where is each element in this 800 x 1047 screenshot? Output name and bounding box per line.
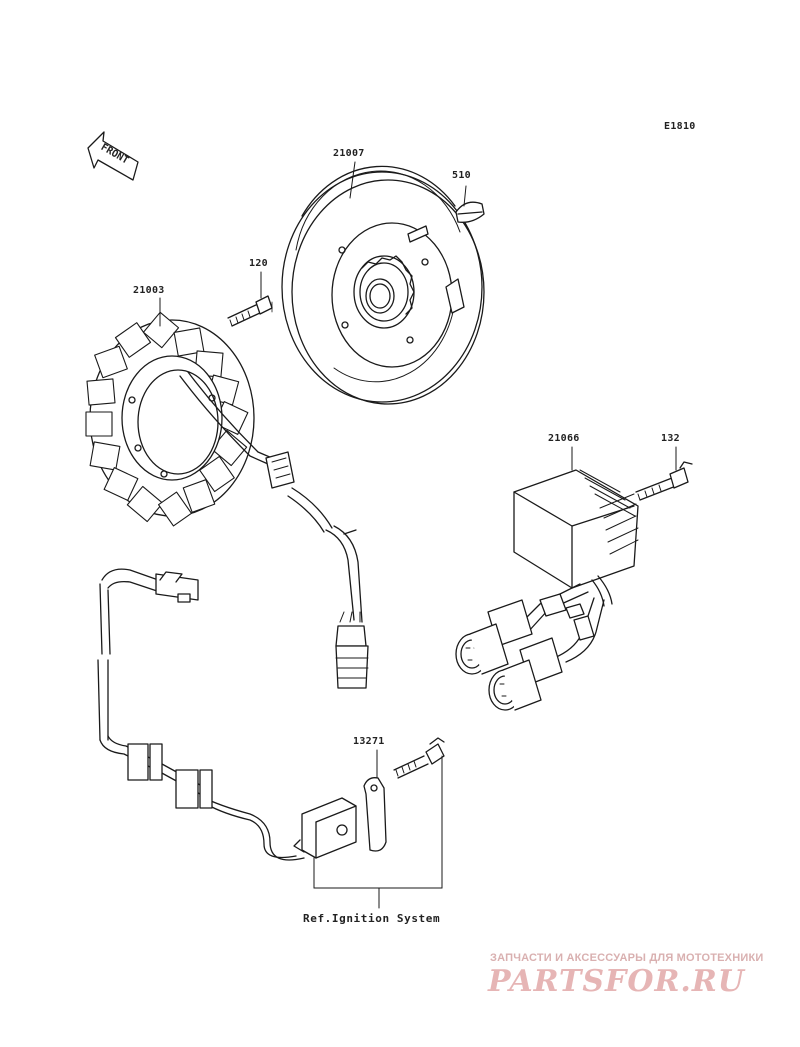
stator: [86, 312, 272, 526]
part-label-21003: 21003: [133, 285, 165, 296]
diagram-code: E1810: [664, 121, 696, 132]
part-label-120: 120: [249, 258, 268, 269]
reference-note: Ref.Ignition System: [303, 912, 441, 925]
part-label-132: 132: [661, 433, 680, 444]
pickup-coil: [294, 798, 356, 858]
woodruff-key: [456, 202, 484, 222]
part-label-21066: 21066: [548, 433, 580, 444]
pickup-bolt: [394, 738, 444, 778]
pickup-harness: [98, 569, 304, 860]
part-label-510: 510: [452, 170, 471, 181]
stator-lead: [266, 452, 368, 688]
watermark-logo: PARTSFOR.RU: [488, 964, 745, 999]
regulator-harness: [456, 584, 604, 710]
watermark-tagline: ЗАПЧАСТИ И АКСЕССУАРЫ ДЛЯ МОТОТЕХНИКИ: [490, 952, 764, 964]
flywheel: [282, 166, 484, 404]
part-label-21007: 21007: [333, 148, 365, 159]
stator-bolt: [228, 296, 272, 326]
regulator: [514, 470, 638, 606]
front-arrow-icon: FRONT: [88, 132, 138, 180]
leader-lines: [160, 162, 676, 908]
part-label-13271: 13271: [353, 736, 385, 747]
regulator-bolt: [636, 462, 692, 500]
plate: [364, 778, 386, 851]
